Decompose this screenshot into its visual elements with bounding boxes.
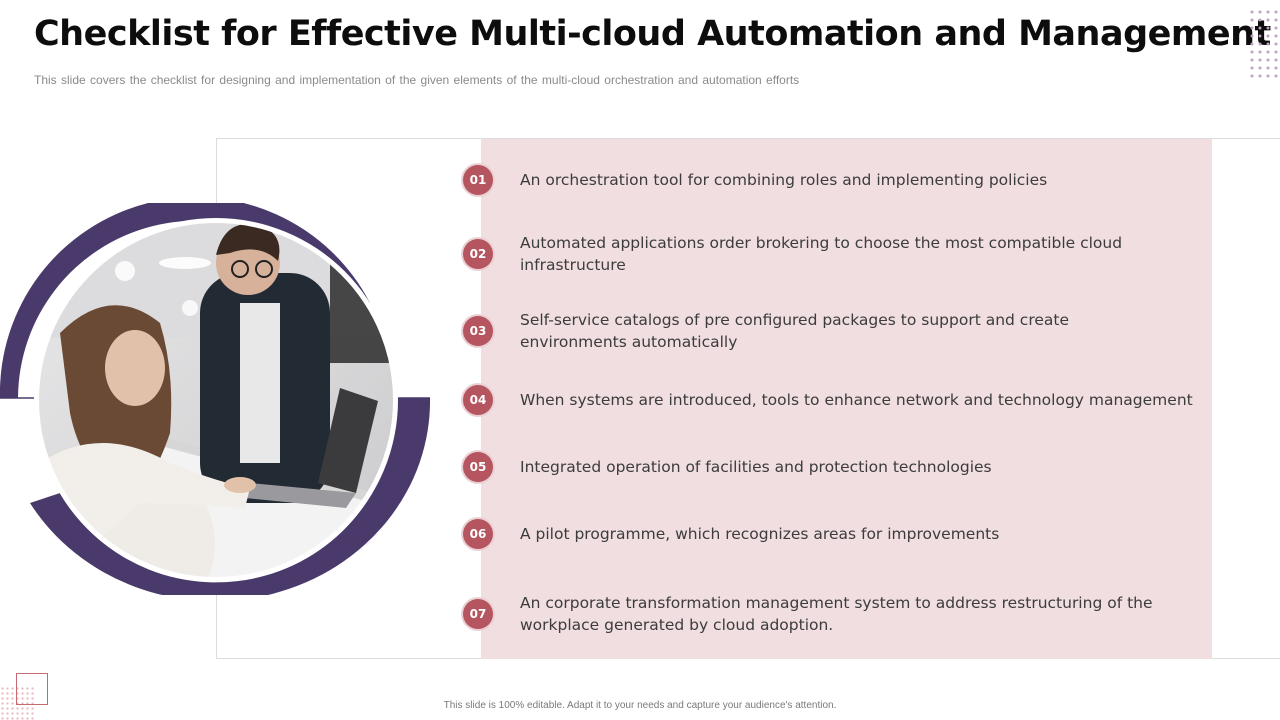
checklist-background-band <box>481 139 1212 659</box>
footer-note: This slide is 100% editable. Adapt it to… <box>443 700 837 711</box>
slide-title: Checklist for Effective Multi-cloud Auto… <box>34 14 1271 54</box>
slide-subtitle: This slide covers the checklist for desi… <box>34 73 800 87</box>
item-text: Integrated operation of facilities and p… <box>520 458 992 476</box>
item-number-badge: 06 <box>463 519 493 549</box>
decorative-corner-square <box>16 673 48 705</box>
checklist-item: 04 When systems are introduced, tools to… <box>463 385 1210 415</box>
checklist-item: 05 Integrated operation of facilities an… <box>463 452 1210 482</box>
item-number-badge: 02 <box>463 239 493 269</box>
item-text: Automated applications order brokering t… <box>520 234 1123 274</box>
checklist-item: 06 A pilot programme, which recognizes a… <box>463 519 1210 549</box>
item-number-badge: 01 <box>463 165 493 195</box>
item-number-badge: 04 <box>463 385 493 415</box>
checklist-item: 07 An corporate transformation managemen… <box>463 592 1210 636</box>
item-text: A pilot programme, which recognizes area… <box>520 525 1000 543</box>
photo-illustration <box>0 203 430 595</box>
checklist-item: 02 Automated applications order brokerin… <box>463 232 1210 276</box>
decorative-dot-grid <box>1248 8 1278 82</box>
decorative-corner-dots <box>0 686 34 720</box>
checklist-item: 03 Self-service catalogs of pre configur… <box>463 309 1080 353</box>
item-text: An corporate transformation management s… <box>520 594 1153 634</box>
checklist-item: 01 An orchestration tool for combining r… <box>463 165 1210 195</box>
item-number-badge: 05 <box>463 452 493 482</box>
item-number-badge: 03 <box>463 316 493 346</box>
item-text: An orchestration tool for combining role… <box>520 171 1048 189</box>
item-text: When systems are introduced, tools to en… <box>520 391 1193 409</box>
item-text: Self-service catalogs of pre configured … <box>520 311 1070 351</box>
item-number-badge: 07 <box>463 599 493 629</box>
ring-arc-top <box>0 203 370 398</box>
ring-arc-bottom <box>30 398 430 595</box>
